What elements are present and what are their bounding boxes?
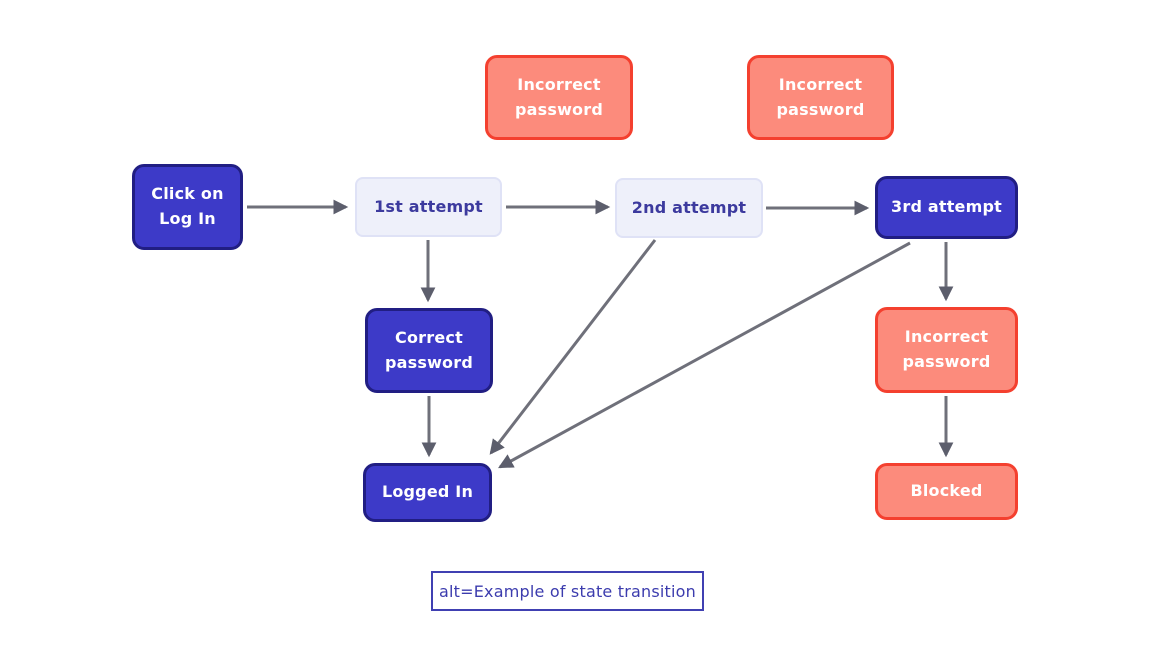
node-incorrect-password-top-right: Incorrect password xyxy=(747,55,894,140)
edge-2nd-attempt-to-logged-in xyxy=(489,239,657,455)
node-1st-attempt: 1st attempt xyxy=(355,177,502,237)
node-correct-password: Correct password xyxy=(365,308,493,393)
node-blocked: Blocked xyxy=(875,463,1018,520)
edge-3rd-attempt-to-logged-in xyxy=(498,241,911,469)
node-logged-in: Logged In xyxy=(363,463,492,522)
node-3rd-attempt: 3rd attempt xyxy=(875,176,1018,239)
diagram-caption: alt=Example of state transition xyxy=(431,571,704,611)
node-incorrect-password-right: Incorrect password xyxy=(875,307,1018,393)
node-2nd-attempt: 2nd attempt xyxy=(615,178,763,238)
node-click-on-log-in: Click on Log In xyxy=(132,164,243,250)
node-incorrect-password-top-left: Incorrect password xyxy=(485,55,633,140)
